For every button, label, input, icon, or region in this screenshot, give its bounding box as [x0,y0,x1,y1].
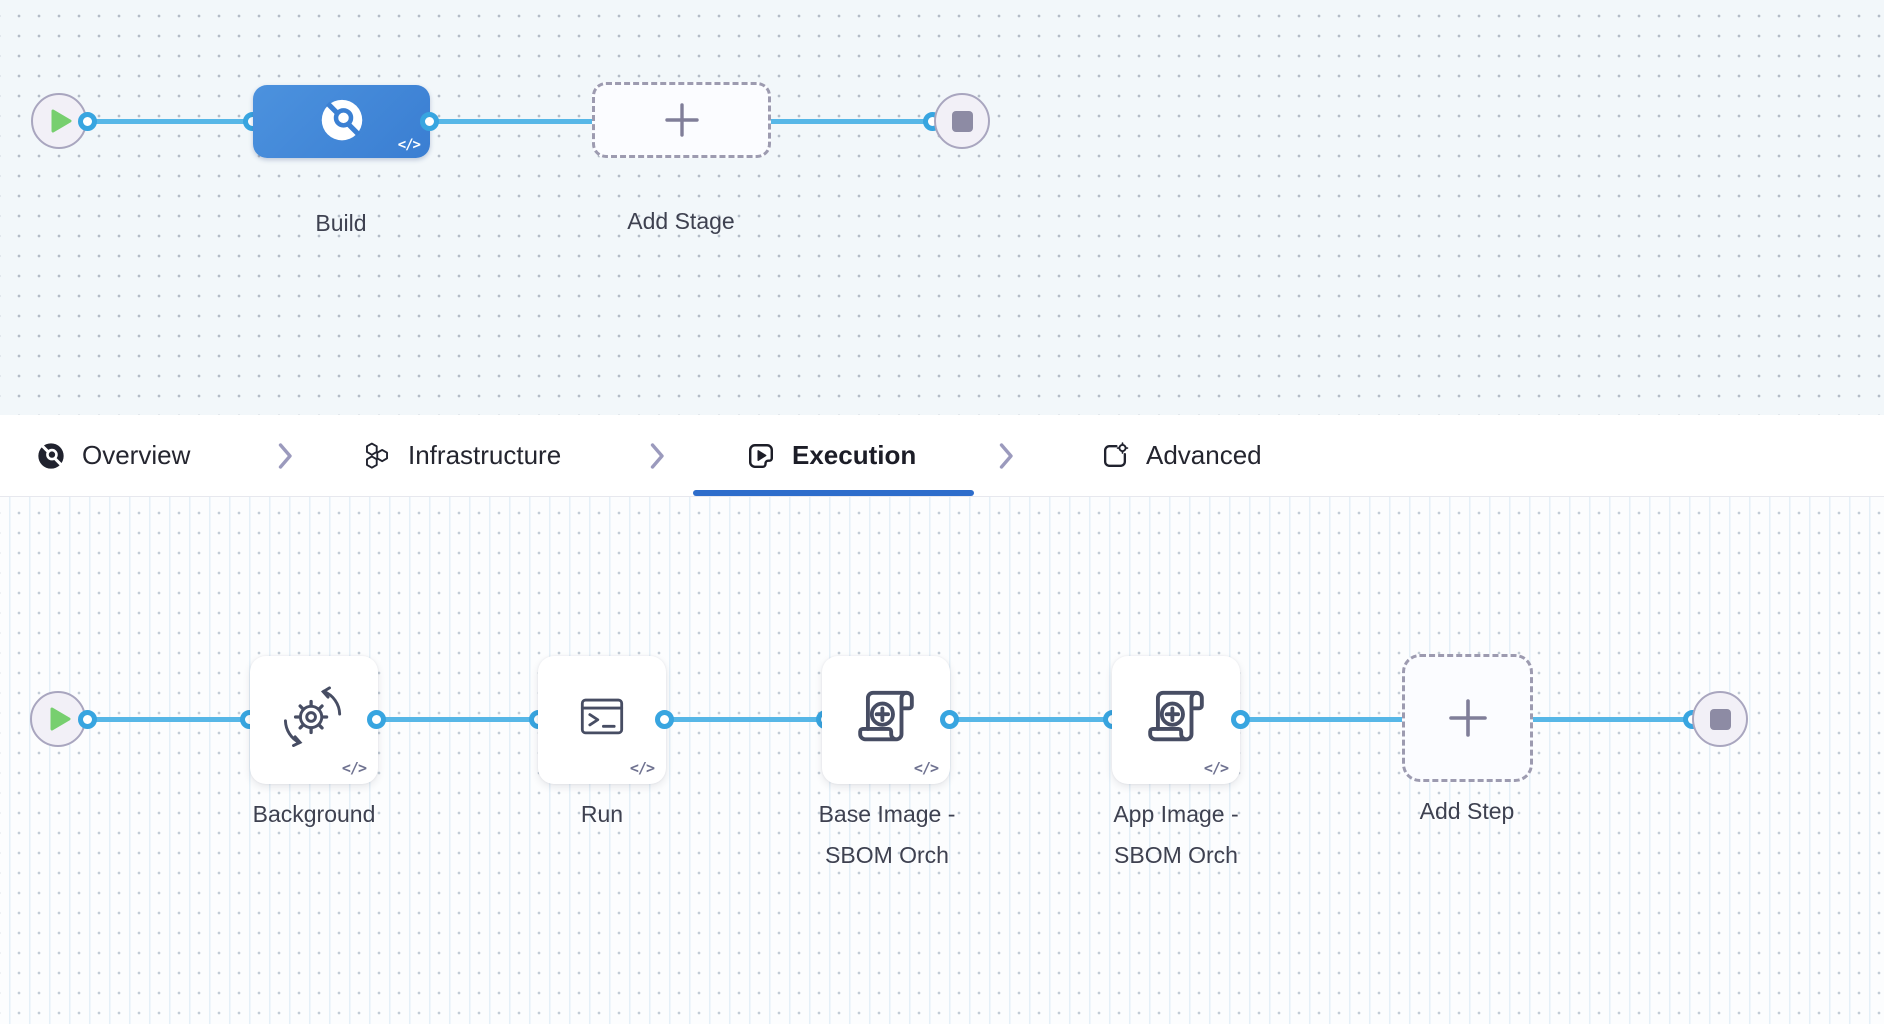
code-badge: </> [629,759,655,777]
code-badge: </> [397,137,421,153]
active-tab-indicator [693,490,974,496]
tab-label: Execution [792,440,917,470]
stage-node-build[interactable]: </> [253,85,430,158]
plus-icon [1448,699,1487,737]
steps-start-node [30,691,86,747]
infrastructure-hexagons-icon [366,442,388,469]
code-badge: </> [913,759,939,777]
step-label[interactable]: App Image - SBOM Orch [1113,801,1239,868]
advanced-panel-gear-icon [1103,441,1129,467]
step-label[interactable]: Background [252,801,376,827]
play-icon [51,109,71,133]
code-badge: </> [341,759,367,777]
plus-icon [664,103,699,137]
code-badge: </> [1203,759,1229,777]
stage-label[interactable]: Build [315,210,367,236]
connector-port [420,112,439,131]
step-node-app-image-sbom[interactable]: </> [1112,656,1240,784]
tab-infrastructure[interactable]: Infrastructure [362,415,561,496]
connector-port [1231,710,1250,729]
build-magnifier-disc-icon [321,99,362,140]
tab-overview[interactable]: Overview [36,415,190,496]
stage-canvas[interactable]: </> Build Add Stage [0,0,1884,415]
connector-port [78,710,97,729]
tab-label: Infrastructure [408,440,562,470]
tab-advanced[interactable]: Advanced [1100,415,1262,496]
background-sync-gear-icon [283,686,342,747]
add-stage-button[interactable] [592,82,771,158]
step-node-base-image-sbom[interactable]: </> [822,656,950,784]
step-node-run[interactable]: </> [538,656,666,784]
chevron-right-icon [650,443,664,469]
steps-end-node [1692,691,1748,747]
execution-step-canvas[interactable]: </> </> </> [0,497,1884,1024]
step-label[interactable]: Base Image - SBOM Orch [818,801,956,868]
connector-port [367,710,386,729]
connector-port [940,710,959,729]
execution-play-square-icon [749,443,773,468]
add-stage-label[interactable]: Add Stage [627,208,735,234]
tab-label: Overview [82,440,191,470]
run-terminal-icon [580,698,624,735]
add-step-button[interactable] [1402,654,1533,782]
connector-line [80,119,935,124]
chevron-right-icon [999,443,1013,469]
chevron-right-icon [278,443,292,469]
play-icon [50,707,70,731]
connector-port [655,710,674,729]
stop-icon [1709,708,1731,730]
stop-icon [951,110,973,132]
step-label[interactable]: Run [580,801,624,827]
sbom-scroll-plus-icon [1148,690,1204,742]
pipeline-end-node [934,93,990,149]
tab-label: Advanced [1146,440,1262,470]
pipeline-start-node [31,93,87,149]
add-step-label[interactable]: Add Step [1419,798,1515,824]
step-node-background[interactable]: </> [250,656,378,784]
sbom-scroll-plus-icon [858,690,914,742]
tab-execution[interactable]: Execution [746,415,916,496]
overview-disc-icon [38,442,64,469]
stage-settings-tab-bar: Overview Infrastructure Execution [0,415,1884,497]
connector-port [78,112,97,131]
